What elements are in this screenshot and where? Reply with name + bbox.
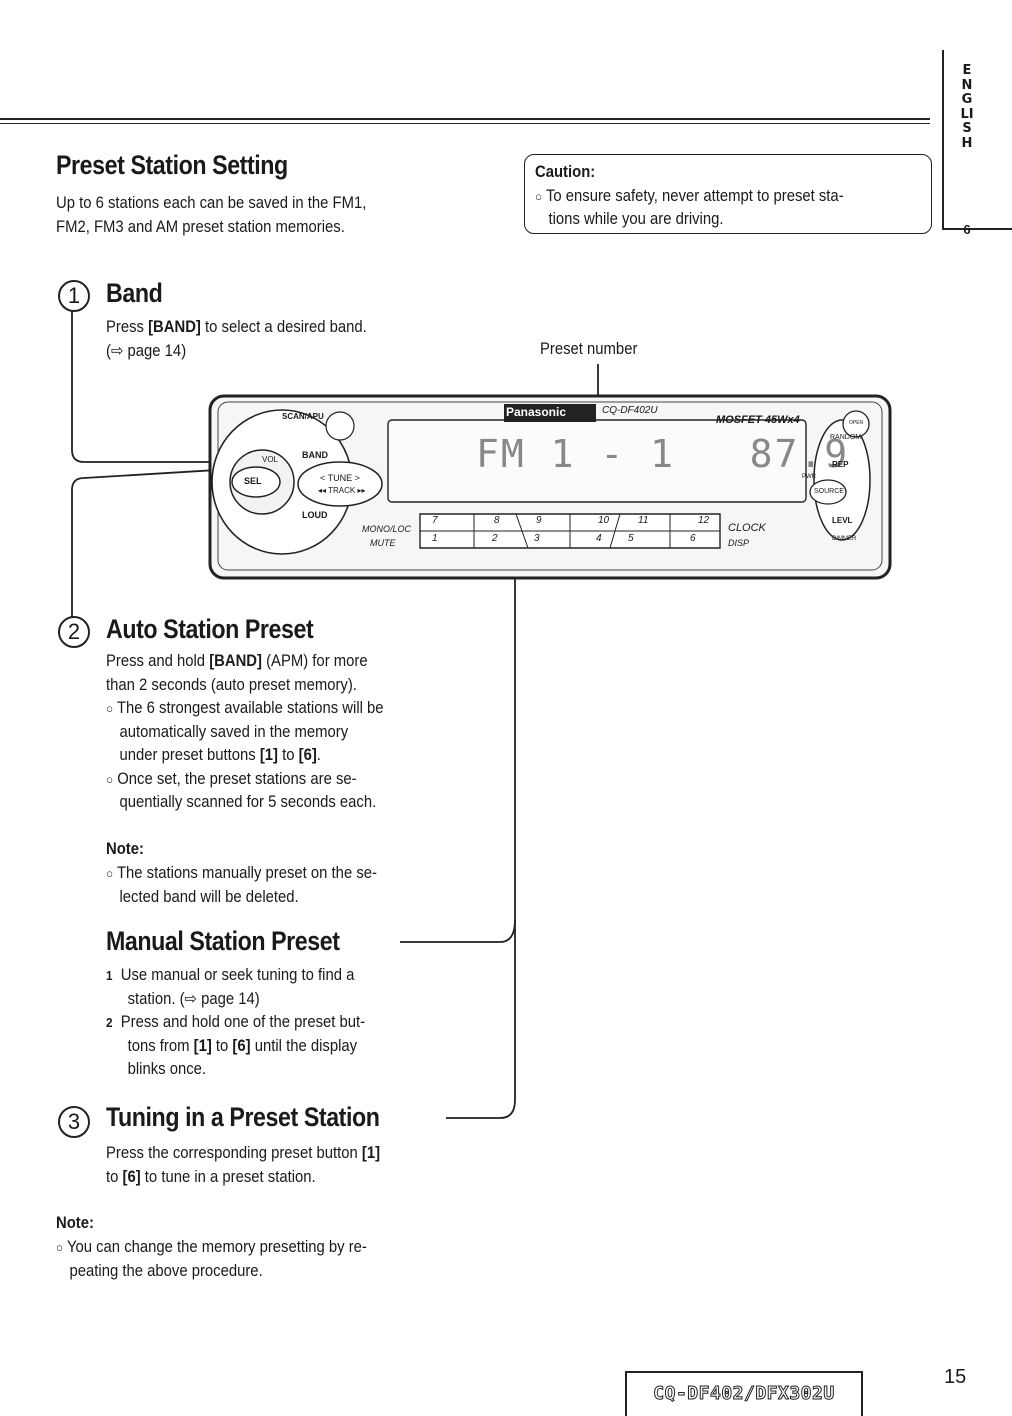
intro-paragraph: Up to 6 stations each can be saved in th… <box>56 192 452 239</box>
auto-preset-bullet-2: ○ Once set, the preset stations are se-q… <box>106 769 377 812</box>
caution-box: Caution: ○ To ensure safety, never attem… <box>524 154 932 234</box>
power-label: MOSFET 45Wx4 <box>716 414 800 426</box>
random-label[interactable]: RANDOM <box>830 434 862 441</box>
preset-label-8[interactable]: 8 <box>494 515 500 526</box>
preset-label-11[interactable]: 11 <box>638 515 649 526</box>
auto-preset-bullet-1: ○ The 6 strongest available stations wil… <box>106 699 384 764</box>
intro-line-1: Up to 6 stations each can be saved in th… <box>56 194 367 212</box>
section-title-preset-station-setting: Preset Station Setting <box>56 150 288 180</box>
preset-label-5[interactable]: 5 <box>628 533 634 544</box>
tune-button <box>297 461 383 507</box>
step-number-2: 2 <box>58 616 90 648</box>
tuning-note-title: Note: <box>56 1214 94 1232</box>
model-label: CQ-DF402U <box>602 405 658 416</box>
brand-plate <box>504 404 596 422</box>
preset-label-2[interactable]: 2 <box>492 533 498 544</box>
mono-loc-button[interactable]: MONO/LOC <box>362 524 412 534</box>
lcd-display <box>387 419 807 503</box>
caution-title: Caution: <box>535 163 596 181</box>
top-rule-thin <box>0 123 930 124</box>
scan-button <box>325 411 355 441</box>
section-title-band: Band <box>106 278 163 308</box>
bullet-icon: ○ <box>106 701 114 716</box>
step-1-icon: 1 <box>106 968 113 983</box>
auto-preset-band-key: [BAND] <box>209 652 262 670</box>
band-callout-line <box>71 310 300 463</box>
sel-button <box>231 466 281 498</box>
lcd-display-text: FM 1 - 1 87.9 <box>476 432 850 476</box>
preset-label-1[interactable]: 1 <box>432 533 438 544</box>
language-tab <box>942 50 1012 230</box>
rep-button[interactable]: REP <box>832 460 849 469</box>
band-page-ref: (⇨ page 14) <box>106 341 187 360</box>
tune-label[interactable]: < TUNE > <box>320 473 360 483</box>
section-title-tuning-preset-station: Tuning in a Preset Station <box>106 1102 380 1132</box>
preset-label-3[interactable]: 3 <box>534 533 540 544</box>
preset-label-6[interactable]: 6 <box>690 533 696 544</box>
auto-preset-note: ○ The stations manually preset on the se… <box>106 864 377 906</box>
track-label[interactable]: ◂◂ TRACK ▸▸ <box>318 486 366 495</box>
mute-button[interactable]: MUTE <box>370 538 396 548</box>
preset-label-4[interactable]: 4 <box>596 533 602 544</box>
auto-preset-paragraph: Press and hold [BAND] (APM) for more tha… <box>106 650 439 815</box>
sel-label[interactable]: SEL <box>244 476 262 486</box>
bullet-icon: ○ <box>106 866 114 881</box>
dimmer-label[interactable]: DIMMER <box>832 536 857 542</box>
auto-preset-note-title: Note: <box>106 840 144 858</box>
caution-bullet: ○ To ensure safety, never attempt to pre… <box>535 185 931 232</box>
caution-line-2: tions while you are driving. <box>548 210 724 228</box>
preset-label-10[interactable]: 10 <box>598 515 610 526</box>
bullet-icon: ○ <box>106 771 114 787</box>
step-2-icon: 2 <box>106 1015 113 1030</box>
language-tab-number: 6 <box>963 222 971 237</box>
caution-line-1: To ensure safety, never attempt to prese… <box>545 186 844 205</box>
open-label[interactable]: OPEN <box>849 420 864 426</box>
tuning-preset-paragraph: Press the corresponding preset button [1… <box>106 1144 381 1186</box>
section-title-auto-station-preset: Auto Station Preset <box>106 614 314 644</box>
preset-label-12[interactable]: 12 <box>698 515 710 526</box>
bullet-icon: ○ <box>56 1240 64 1255</box>
disp-button[interactable]: DISP <box>728 538 750 548</box>
language-tab-letters: ENGLISH <box>960 63 974 151</box>
auto-preset-callout-line <box>71 464 301 630</box>
source-label[interactable]: SOURCE <box>814 488 844 495</box>
page-number: 15 <box>944 1366 967 1388</box>
footer-model-box: CQ-DF402/DFX302U <box>625 1371 863 1416</box>
band-key: [BAND] <box>148 318 201 336</box>
brand-logo-text: Panasonic <box>506 405 567 419</box>
tuning-note: ○ You can change the memory presetting b… <box>56 1238 367 1280</box>
footer-model-text: CQ-DF402/DFX302U <box>653 1383 835 1405</box>
preset-label-7[interactable]: 7 <box>432 515 438 526</box>
step-number-3: 3 <box>58 1106 90 1138</box>
band-paragraph: Press [BAND] to select a desired band. (… <box>106 316 484 363</box>
clock-button[interactable]: CLOCK <box>728 522 766 534</box>
top-rule <box>0 118 930 120</box>
right-control-ring <box>813 419 871 541</box>
manual-step-2: 2 Press and hold one of the preset but-t… <box>106 1013 366 1078</box>
preset-label-9[interactable]: 9 <box>536 515 542 526</box>
bullet-icon: ○ <box>535 188 543 204</box>
band-button[interactable]: BAND <box>302 450 328 460</box>
loud-button[interactable]: LOUD <box>302 510 328 520</box>
step-number-1: 1 <box>58 280 90 312</box>
scan-label[interactable]: SCAN/APU <box>282 412 324 421</box>
intro-line-2: FM2, FM3 and AM preset station memories. <box>56 217 345 236</box>
levl-button[interactable]: LEVL <box>832 516 853 525</box>
source-button <box>809 479 847 505</box>
tuning-preset-callout-line <box>446 920 516 1119</box>
preset-number-label: Preset number <box>540 340 638 358</box>
vol-label[interactable]: VOL <box>262 455 279 464</box>
section-title-manual-station-preset: Manual Station Preset <box>106 926 340 956</box>
open-button <box>842 410 870 438</box>
pwr-label[interactable]: PWR <box>802 474 816 480</box>
